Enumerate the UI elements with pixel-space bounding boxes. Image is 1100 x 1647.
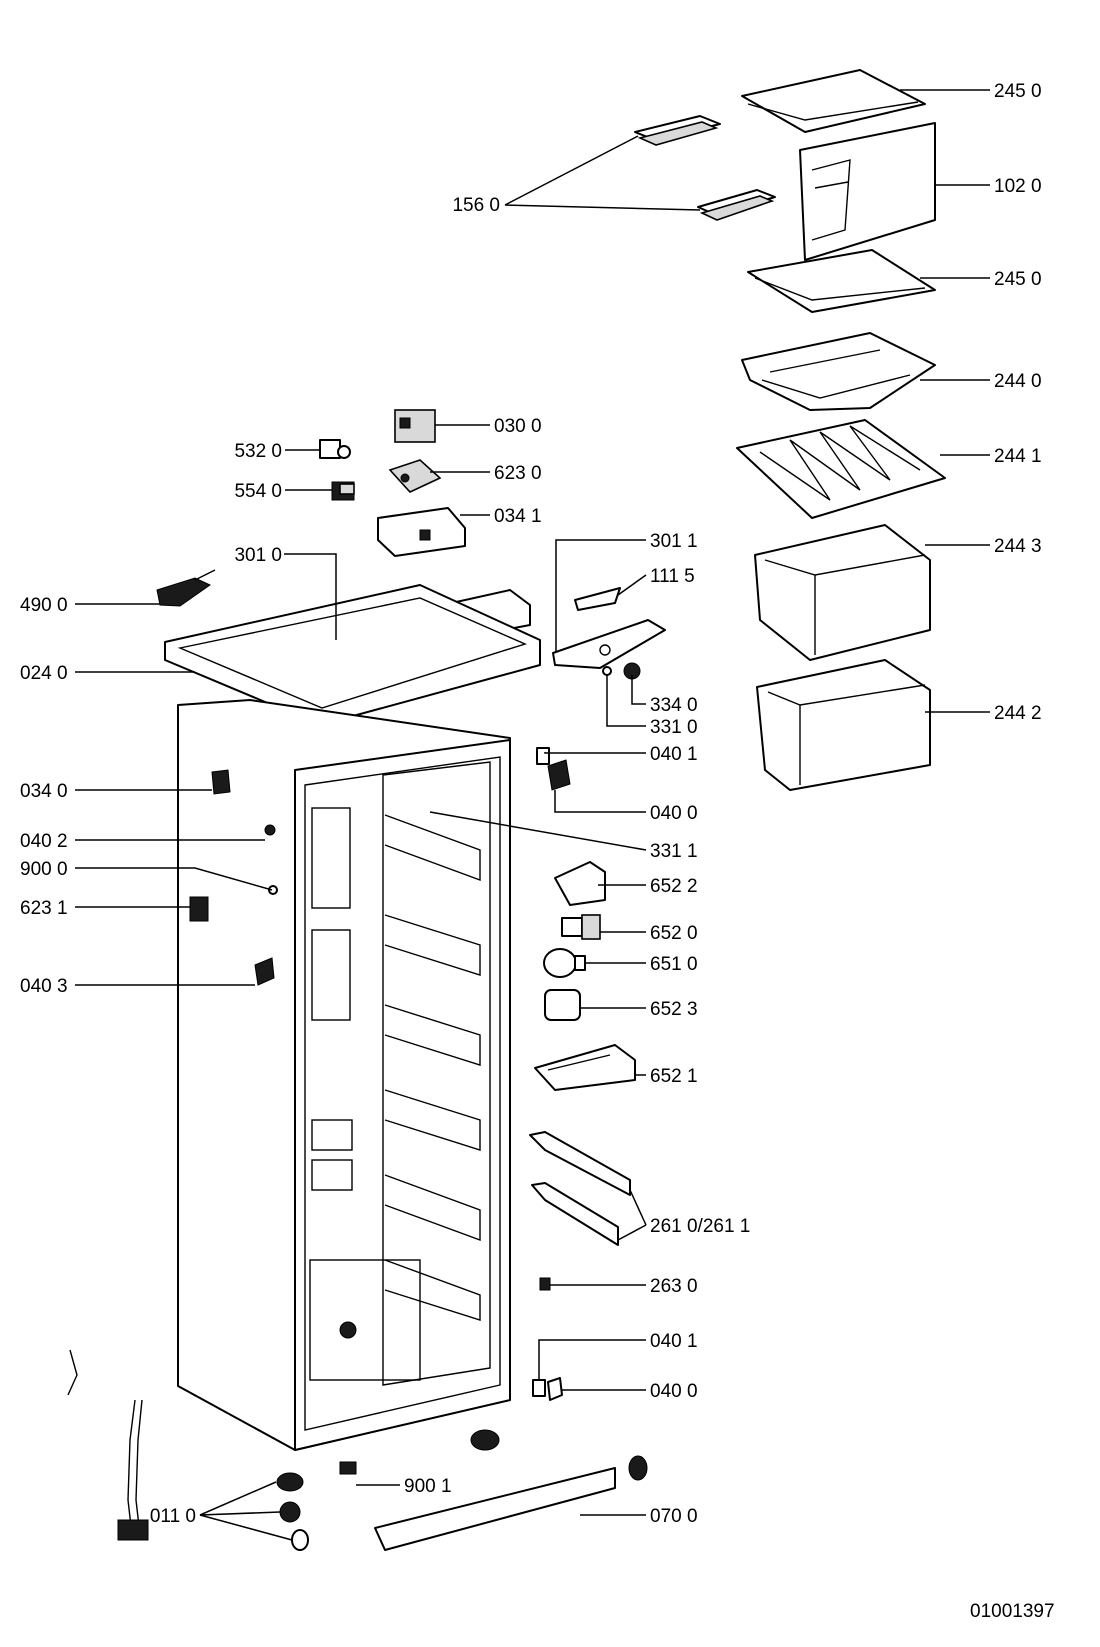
door-rail-lower <box>531 1182 619 1246</box>
callout-652-1: 652 1 <box>650 1066 698 1087</box>
callout-334-0: 334 0 <box>650 695 698 716</box>
thermostat-housing-0300 <box>394 409 436 443</box>
callout-244-1: 244 1 <box>994 446 1042 467</box>
control-box-0341 <box>377 507 466 557</box>
lamp-socket-6520 <box>561 914 601 940</box>
callout-652-2: 652 2 <box>650 876 698 897</box>
callout-034-0: 034 0 <box>20 781 68 802</box>
callout-623-1: 623 1 <box>20 898 68 919</box>
callout-245-0-top: 245 0 <box>994 81 1042 102</box>
crisper-upper <box>754 524 931 661</box>
callout-490-0: 490 0 <box>20 595 68 616</box>
screw-0402 <box>264 824 276 836</box>
control-panel-3011 <box>552 619 666 669</box>
break-mark <box>67 1349 78 1396</box>
callout-263-0: 263 0 <box>650 1276 698 1297</box>
hinge-6231 <box>189 896 209 922</box>
cabinet-body <box>177 699 511 1451</box>
hinge-4900 <box>156 569 216 607</box>
foot-0110-b <box>279 1501 301 1523</box>
hinge-bracket-0401-top <box>536 747 550 765</box>
callout-331-0: 331 0 <box>650 717 698 738</box>
callout-244-0: 244 0 <box>994 371 1042 392</box>
callout-554-0: 554 0 <box>234 481 282 502</box>
crisper-lower <box>756 659 931 791</box>
plug-connector-5320 <box>319 439 351 459</box>
callout-111-5: 111 5 <box>650 566 695 587</box>
callout-011-0: 011 0 <box>150 1506 196 1527</box>
callout-532-0: 532 0 <box>234 441 282 462</box>
callout-301-1: 301 1 <box>650 531 698 552</box>
ice-tray-lower <box>697 189 776 221</box>
ice-tray-upper <box>634 115 721 146</box>
callout-102-0: 102 0 <box>994 176 1042 197</box>
callout-244-2: 244 2 <box>994 703 1042 724</box>
foot-right <box>470 1429 500 1451</box>
kick-plate-0700 <box>374 1467 616 1551</box>
wire-shelf <box>736 419 946 519</box>
brand-badge-1115 <box>574 587 621 611</box>
callout-900-1: 900 1 <box>404 1476 452 1497</box>
callout-301-0: 301 0 <box>234 545 282 566</box>
hinge-bracket-0401-bot <box>532 1379 546 1397</box>
plug-9001 <box>339 1461 357 1475</box>
callout-040-0-top: 040 0 <box>650 803 698 824</box>
callout-030-0: 030 0 <box>494 416 542 437</box>
leader-lines <box>75 89 990 1541</box>
callout-024-0: 024 0 <box>20 663 68 684</box>
callout-034-1: 034 1 <box>494 506 542 527</box>
foot-cap <box>628 1455 648 1481</box>
callout-245-0-mid: 245 0 <box>994 269 1042 290</box>
callout-652-0: 652 0 <box>650 923 698 944</box>
top-frame-0240 <box>164 584 541 726</box>
clip-2630 <box>539 1277 551 1291</box>
gasket-6523 <box>544 989 581 1021</box>
hinge-0400-bot <box>547 1377 563 1401</box>
callout-623-0: 623 0 <box>494 463 542 484</box>
callout-244-3: 244 3 <box>994 536 1042 557</box>
callout-labels: 245 0 102 0 156 0 245 0 244 0 244 1 244 … <box>20 81 1042 1527</box>
lamp-housing-6521 <box>534 1044 636 1091</box>
hinge-0400-top <box>547 759 571 791</box>
callout-040-0-bot: 040 0 <box>650 1381 698 1402</box>
lamp-holder-6230 <box>388 459 442 493</box>
callout-156-0: 156 0 <box>452 195 500 216</box>
lamp-cover-6522 <box>554 861 606 906</box>
plug-9000 <box>268 885 278 895</box>
freezer-top-shelf <box>741 69 926 133</box>
foot-0110-c <box>291 1529 309 1551</box>
callout-070-0: 070 0 <box>650 1506 698 1527</box>
callout-040-1-bot: 040 1 <box>650 1331 698 1352</box>
callout-331-1: 331 1 <box>650 841 698 862</box>
document-number: 01001397 <box>970 1601 1055 1622</box>
callout-040-2: 040 2 <box>20 831 68 852</box>
foot-0110-a <box>276 1472 304 1492</box>
callout-040-1-top: 040 1 <box>650 744 698 765</box>
power-cord <box>117 1399 149 1541</box>
freezer-lower-shelf <box>747 249 936 313</box>
callout-040-3: 040 3 <box>20 976 68 997</box>
hinge-0403 <box>254 957 275 986</box>
hinge-bracket-0340 <box>211 769 231 795</box>
callout-261-0-261-1: 261 0/261 1 <box>650 1216 750 1237</box>
freezer-drawer <box>741 332 936 411</box>
callout-651-0: 651 0 <box>650 954 698 975</box>
freezer-door-panel <box>799 122 936 261</box>
lamp-bulb-6510 <box>543 948 586 978</box>
door-rail-upper <box>529 1131 631 1196</box>
knob-spring-3310 <box>602 666 612 676</box>
callout-900-0: 900 0 <box>20 859 68 880</box>
switch-5540 <box>331 481 355 501</box>
callout-652-3: 652 3 <box>650 999 698 1020</box>
